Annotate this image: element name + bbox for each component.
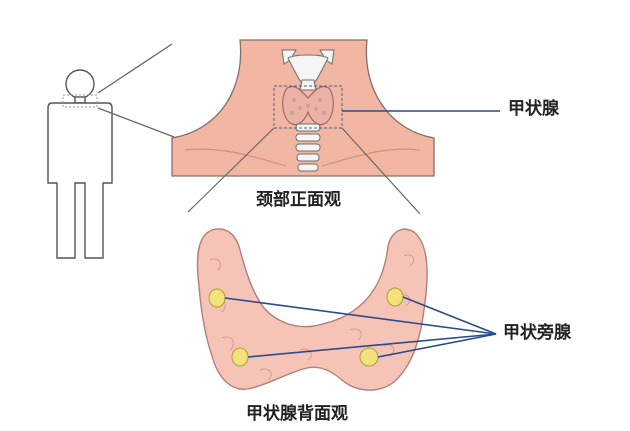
label-thyroid: 甲状腺 [508,99,559,119]
parathyroid-pointer-lines [224,296,497,358]
zoom-guide-lines [97,43,175,138]
neck-highlight-box [62,94,98,108]
thyroid-front [282,86,334,126]
back-view-guide-lines [187,127,421,215]
trachea [295,123,321,172]
label-parathyroid: 甲状旁腺 [503,323,571,343]
human-silhouette-icon [47,69,113,259]
larynx-cartilage [281,49,335,91]
label-thyroid-back-view: 甲状腺背面观 [246,404,348,424]
neck-front-illustration [171,39,435,177]
label-neck-front-view: 颈部正面观 [256,190,341,210]
parathyroid-glands [208,287,404,367]
